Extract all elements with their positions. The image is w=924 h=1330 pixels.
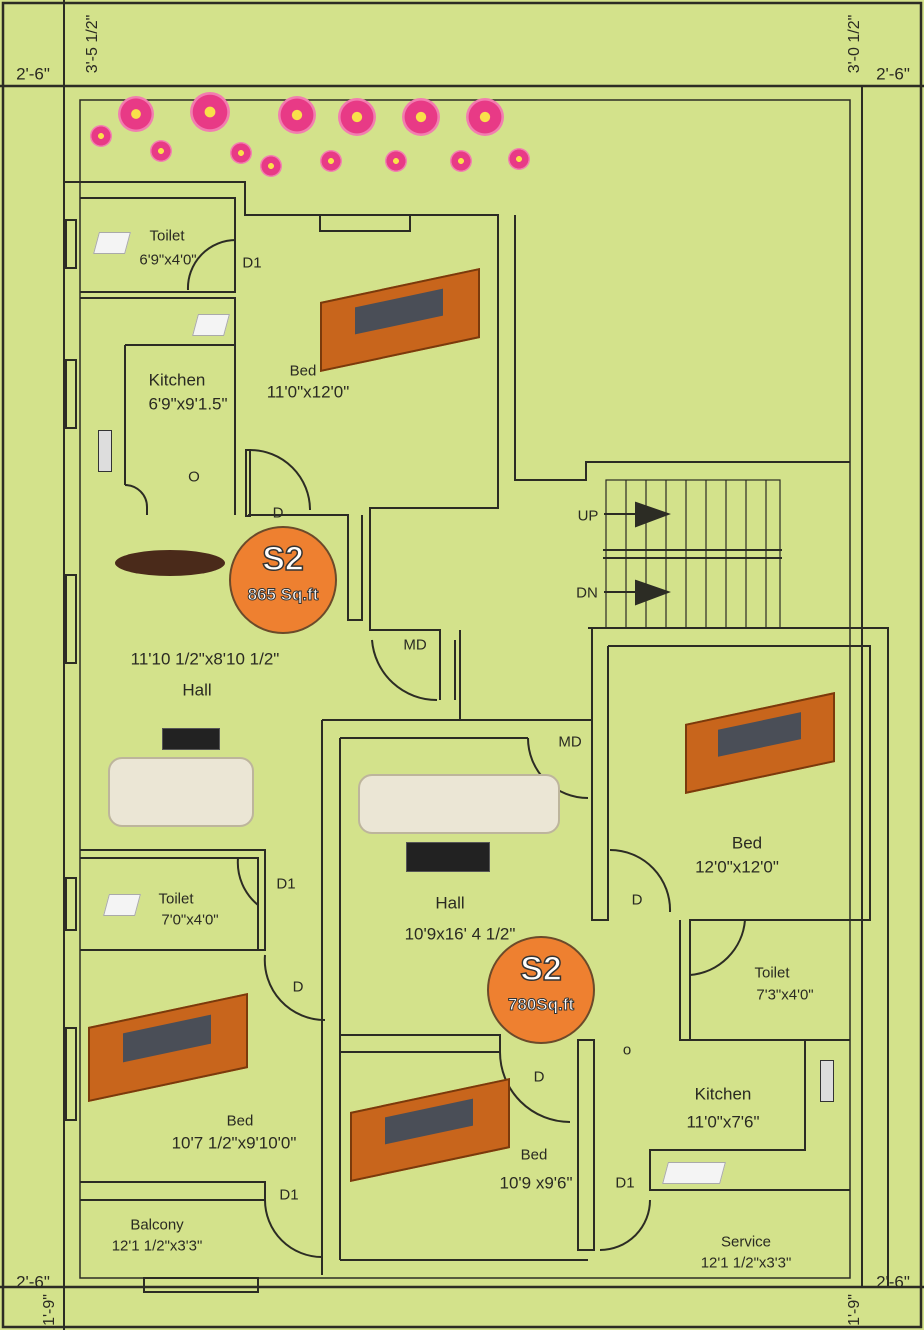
room-size: 7'0"x4'0" <box>161 911 219 929</box>
flower <box>450 150 472 172</box>
bed-furniture <box>320 267 480 373</box>
stove-icon <box>820 1060 834 1102</box>
room-size: 6'9"x9'1.5" <box>148 394 228 414</box>
unit-area: 780Sq.ft <box>507 995 575 1015</box>
room-size: 7'3"x4'0" <box>756 986 814 1004</box>
unit-code: S2 <box>519 949 562 989</box>
sofa <box>108 757 254 827</box>
opening-label: o <box>622 1041 632 1059</box>
coffee-table <box>162 728 220 750</box>
opening-label: O <box>188 468 200 486</box>
room-name: Bed <box>289 362 317 380</box>
unit-area: 865 Sq.ft <box>247 585 319 605</box>
dimension-label: 2'-6" <box>876 64 910 84</box>
flower <box>118 96 154 132</box>
dimension-label: 1'-9" <box>41 1294 58 1326</box>
room-size: 12'1 1/2"x3'3" <box>700 1254 792 1272</box>
washbasin-icon <box>93 232 131 254</box>
door-label: D1 <box>276 875 296 893</box>
door-label: D <box>292 978 304 996</box>
washbasin-icon <box>103 894 141 916</box>
stove-icon <box>98 430 112 472</box>
door-label: D <box>631 891 643 909</box>
room-size: 10'9x16' 4 1/2" <box>404 924 516 944</box>
room-name: Balcony <box>130 1216 184 1234</box>
sofa <box>358 774 560 834</box>
door-label: D1 <box>615 1174 635 1192</box>
room-name: Kitchen <box>694 1084 752 1104</box>
stairs-up-label: UP <box>577 507 599 525</box>
dining-table <box>115 550 225 576</box>
room-size: 6'9"x4'0" <box>139 251 197 269</box>
dimension-label: 3'-5 1/2" <box>84 14 101 74</box>
flower <box>260 155 282 177</box>
stairs-down-label: DN <box>576 584 598 602</box>
flower <box>278 96 316 134</box>
room-size: 12'0"x12'0" <box>695 857 779 877</box>
flower <box>320 150 342 172</box>
room-size: 10'7 1/2"x9'10'0" <box>171 1133 297 1153</box>
bed-furniture <box>685 692 835 794</box>
main-door-label: MD <box>403 636 427 654</box>
flower <box>150 140 172 162</box>
dimension-label: 3'-0 1/2" <box>846 14 863 74</box>
door-label: D <box>533 1068 545 1086</box>
flower <box>338 98 376 136</box>
sink-icon <box>192 314 230 336</box>
flower <box>385 150 407 172</box>
flower <box>190 92 230 132</box>
flower <box>90 125 112 147</box>
door-label: D <box>272 504 284 522</box>
room-name: Toilet <box>149 227 185 245</box>
door-label: D1 <box>279 1186 299 1204</box>
flower <box>466 98 504 136</box>
room-size: 11'0"x7'6" <box>686 1112 760 1132</box>
unit-code: S2 <box>261 539 304 579</box>
room-size: 11'0"x12'0" <box>266 382 350 402</box>
room-name: Bed <box>226 1112 254 1130</box>
dimension-label: 2'-6" <box>16 64 50 84</box>
room-name: Bed <box>731 833 763 853</box>
room-size: 12'1 1/2"x3'3" <box>111 1237 203 1255</box>
coffee-table <box>406 842 490 872</box>
room-name: Service <box>720 1233 772 1251</box>
unit-badge: S2 780Sq.ft <box>487 936 595 1044</box>
room-size: 10'9 x9'6" <box>499 1173 573 1193</box>
room-size: 11'10 1/2"x8'10 1/2" <box>130 649 280 669</box>
room-name: Bed <box>520 1146 548 1164</box>
room-name: Toilet <box>158 890 194 908</box>
dimension-label: 2'-6" <box>876 1272 910 1292</box>
room-name: Toilet <box>754 964 790 982</box>
bed-furniture <box>88 992 248 1103</box>
room-name: Kitchen <box>148 370 206 390</box>
dimension-label: 2'-6" <box>16 1272 50 1292</box>
unit-badge: S2 865 Sq.ft <box>229 526 337 634</box>
main-door-label: MD <box>558 733 582 751</box>
room-name: Hall <box>435 893 465 913</box>
bed-furniture <box>350 1077 510 1183</box>
sink-icon <box>662 1162 726 1184</box>
door-label: D1 <box>242 254 262 272</box>
room-name: Hall <box>182 680 212 700</box>
dimension-label: 1'-9" <box>846 1294 863 1326</box>
flower <box>230 142 252 164</box>
flower <box>402 98 440 136</box>
flower <box>508 148 530 170</box>
